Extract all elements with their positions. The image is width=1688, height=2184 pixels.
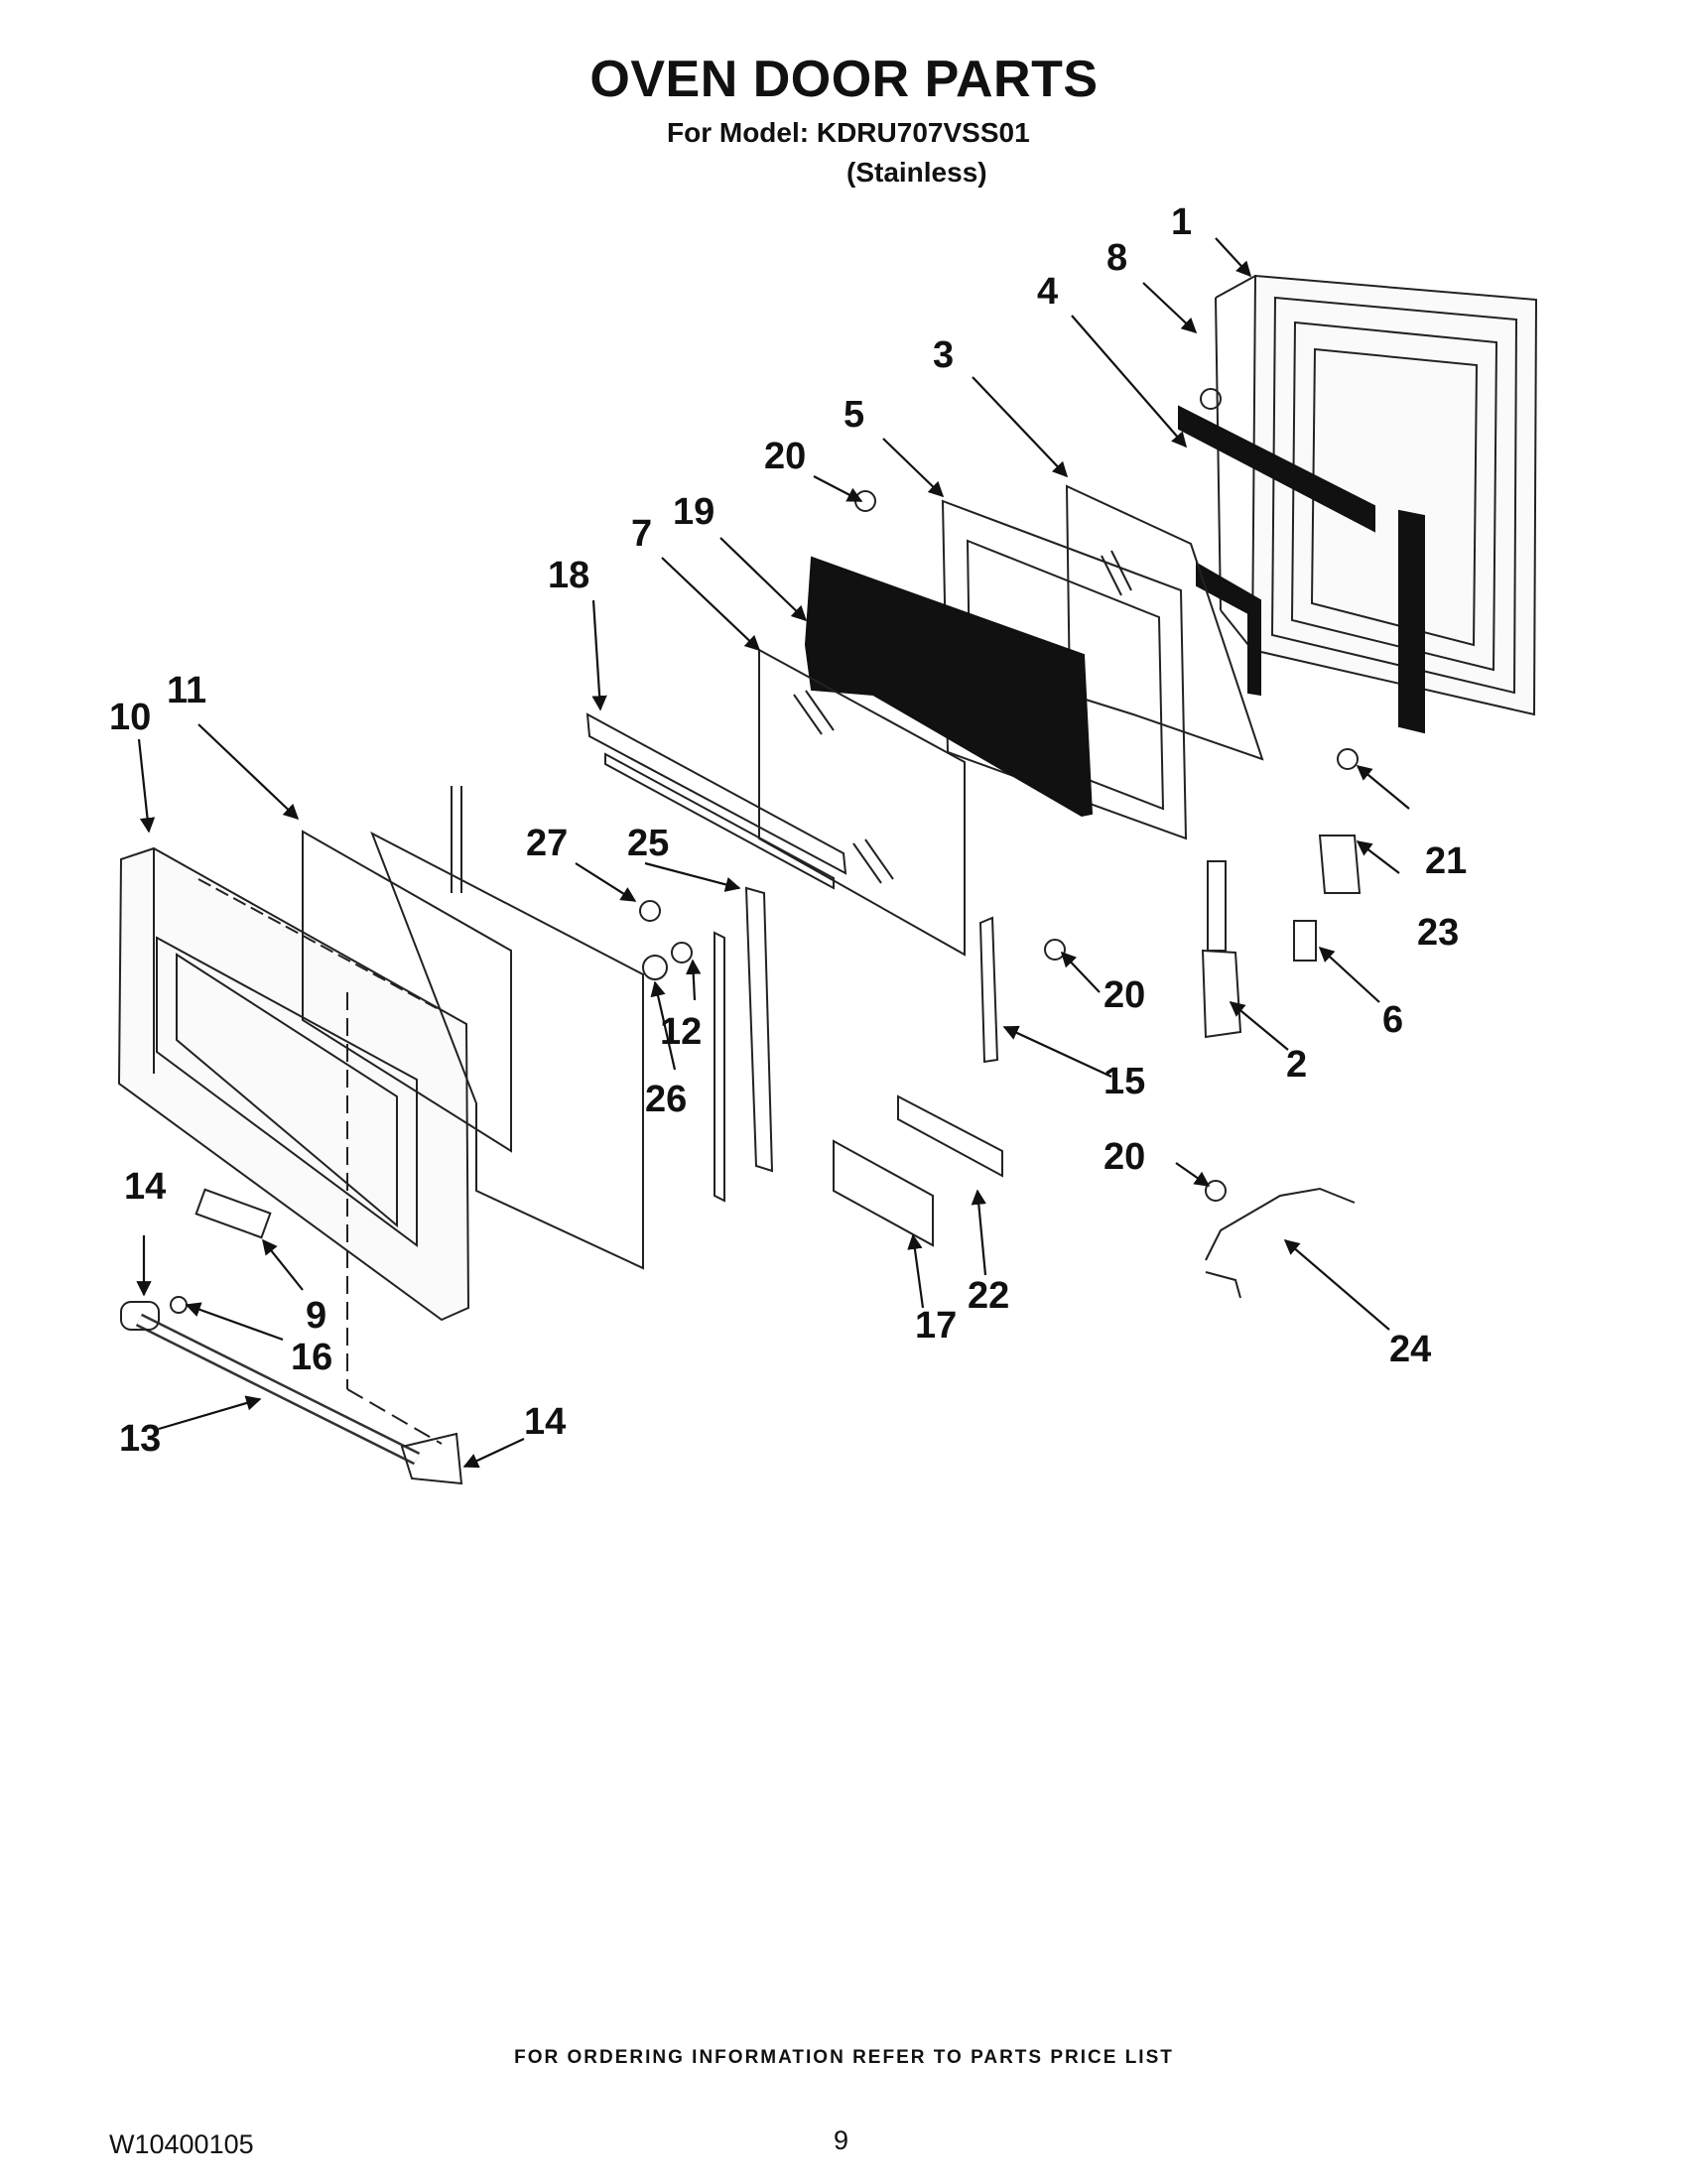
callout-20-bottom: 20 [1104,1136,1145,1178]
screw [854,490,876,512]
bottom-channel [833,1139,934,1247]
callout-22: 22 [968,1275,1009,1317]
callout-2: 2 [1286,1044,1307,1086]
hinge-receptacle [1293,920,1317,962]
callout-9: 9 [306,1295,326,1337]
callout-5: 5 [844,394,864,436]
middle-glass [758,648,966,957]
callout-3: 3 [933,334,954,376]
callout-11: 11 [167,670,206,711]
document-number: W10400105 [109,2129,254,2159]
callout-10: 10 [109,697,151,738]
screw [1044,939,1066,961]
side-channel [744,886,774,1173]
callout-6: 6 [1382,999,1403,1041]
spacer [642,955,668,980]
door-handle [120,1301,463,1485]
screw [1200,388,1222,410]
inner-glass [1065,484,1264,761]
door-lever [1205,1187,1356,1261]
callout-25: 25 [627,823,669,864]
callout-17: 17 [915,1305,957,1347]
callout-8: 8 [1106,237,1127,279]
end-cap-spring [170,1296,188,1314]
callout-12: 12 [660,1011,702,1053]
callout-18: 18 [548,555,589,596]
door-hinge [1201,860,1242,1039]
page-title: OVEN DOOR PARTS [589,51,1099,108]
outer-glass [302,830,512,1153]
outer-glass-back [370,831,644,1270]
callout-24: 24 [1389,1329,1431,1370]
callout-13: 13 [119,1418,161,1460]
screw [671,942,693,964]
door-gasket [1178,405,1425,734]
callout-15: 15 [1104,1061,1145,1102]
hinge-bracket [978,916,999,1064]
callout-19: 19 [673,491,714,533]
control-badge [195,1188,272,1239]
callout-20-mid: 20 [1104,974,1145,1016]
hinge-cover [1318,835,1362,894]
leader-lines [136,237,1410,1469]
part-shapes [117,274,1538,1485]
callout-14-left: 14 [124,1166,166,1208]
screw [639,900,661,922]
callout-7: 7 [631,513,652,555]
bottom-trim [897,1094,1003,1178]
callout-4: 4 [1037,271,1058,313]
page-number: 9 [834,2125,849,2155]
callout-14-right: 14 [524,1401,566,1443]
callout-numbers: 1 8 4 3 5 20 19 7 18 11 10 27 25 12 26 2… [109,201,1467,1460]
callout-20-top: 20 [764,436,806,477]
variant-label: (Stainless) [846,157,987,188]
vent-rail [585,712,847,890]
inner-door-panel [1215,274,1538,716]
callout-21: 21 [1425,840,1467,882]
callout-1: 1 [1171,201,1192,243]
callout-26: 26 [645,1079,687,1120]
ordering-note: FOR ORDERING INFORMATION REFER TO PARTS … [514,2047,1174,2068]
callout-16: 16 [291,1337,332,1378]
door-insulation [804,556,1094,818]
model-line: For Model: KDRU707VSS01 [667,117,1030,148]
callout-23: 23 [1417,912,1459,954]
outer-door-panel [117,846,470,1322]
screw [1205,1180,1227,1202]
callout-27: 27 [526,823,568,864]
screw [1337,748,1359,770]
